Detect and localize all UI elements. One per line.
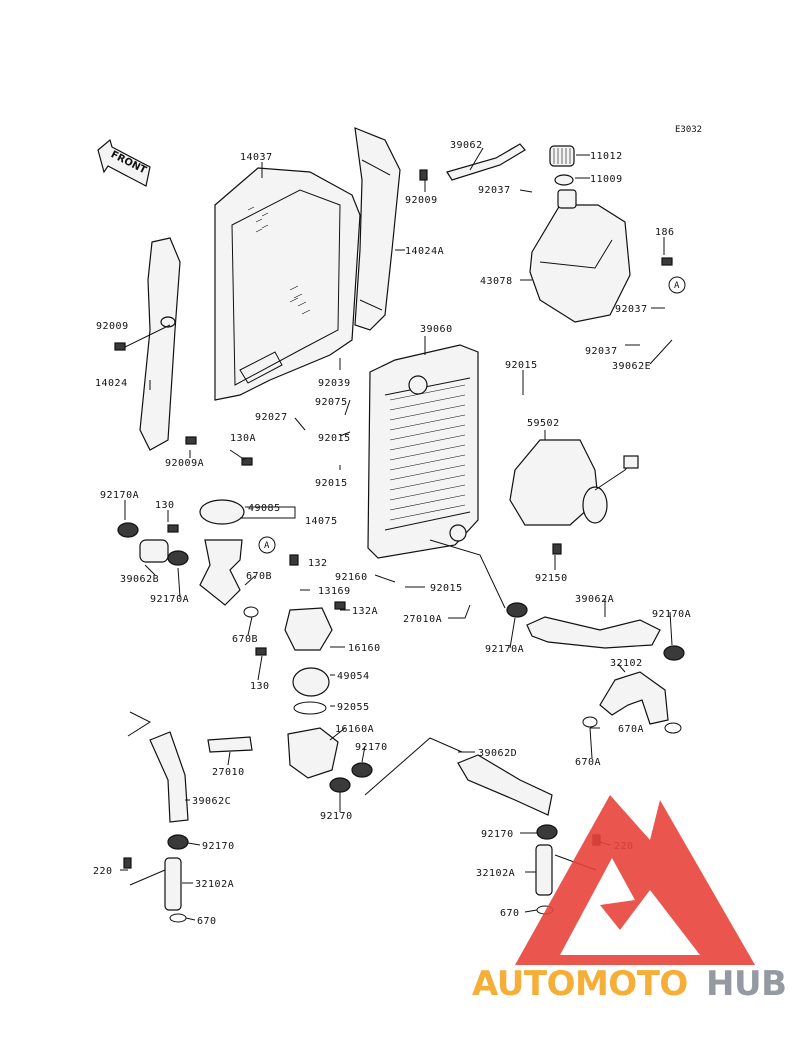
part-label: 92170 xyxy=(481,829,514,840)
thermostat-housing xyxy=(139,499,339,779)
part-label: 186 xyxy=(655,227,675,238)
part-label: 670B xyxy=(246,571,272,582)
watermark-logo: AUTOMOTO HUB xyxy=(472,795,787,1004)
part-label: 132 xyxy=(308,558,328,569)
watermark-text-hub: HUB xyxy=(706,964,786,1004)
part-label: 39062D xyxy=(478,748,517,759)
part-label: 16160A xyxy=(335,724,374,735)
part-label: 92009A xyxy=(165,458,204,469)
part-label: 670 xyxy=(197,916,217,927)
part-label: 92170A xyxy=(100,490,139,501)
parts-drawing xyxy=(97,127,686,923)
part-label: 130A xyxy=(230,433,256,444)
part-label: 39060 xyxy=(420,324,453,335)
part-label: 49054 xyxy=(337,671,370,682)
part-label: 39062E xyxy=(612,361,651,372)
part-label: 92170 xyxy=(320,811,353,822)
part-label: 11009 xyxy=(590,174,623,185)
part-label: 92015 xyxy=(318,433,351,444)
part-label: 27010A xyxy=(403,614,442,625)
radiator-shroud xyxy=(214,167,361,401)
part-label: 39062A xyxy=(575,594,614,605)
part-label: 13169 xyxy=(318,586,351,597)
part-label: 49085 xyxy=(248,503,281,514)
part-label: 27010 xyxy=(212,767,245,778)
part-label: 220 xyxy=(93,866,113,877)
part-label: 92037 xyxy=(478,185,511,196)
radiator-core xyxy=(367,344,479,559)
part-label: 92039 xyxy=(318,378,351,389)
part-label: 39062C xyxy=(192,796,231,807)
watermark-text-automoto: AUTOMOTO xyxy=(472,964,688,1004)
hose-39062D xyxy=(457,754,553,816)
part-label: 670A xyxy=(575,757,601,768)
part-label: 14024 xyxy=(95,378,128,389)
part-label: 39062B xyxy=(120,574,159,585)
front-arrow-icon xyxy=(97,138,151,187)
part-label: 59502 xyxy=(527,418,560,429)
part-label: 14037 xyxy=(240,152,273,163)
side-cover-right xyxy=(354,127,401,331)
part-label: 92009 xyxy=(405,195,438,206)
part-label: 130 xyxy=(155,500,175,511)
diagram-code: E3032 xyxy=(675,125,702,135)
part-label: 32102 xyxy=(610,658,643,669)
part-label: 92015 xyxy=(430,583,463,594)
pipe-32102A-left xyxy=(164,857,182,911)
part-label: 39062 xyxy=(450,140,483,151)
part-label: 92150 xyxy=(535,573,568,584)
part-label: 92037 xyxy=(585,346,618,357)
part-label: 92009 xyxy=(96,321,129,332)
part-label: 92170A xyxy=(652,609,691,620)
part-label: 32102A xyxy=(476,868,515,879)
pipe-32102A-right xyxy=(535,844,553,896)
part-label: 92170A xyxy=(485,644,524,655)
part-label: 16160 xyxy=(348,643,381,654)
part-label: 32102A xyxy=(195,879,234,890)
part-label: 92170A xyxy=(150,594,189,605)
part-label: 43078 xyxy=(480,276,513,287)
part-label: 92075 xyxy=(315,397,348,408)
part-label: 92027 xyxy=(255,412,288,423)
part-label: 14024A xyxy=(405,246,444,257)
part-label: 670 xyxy=(500,908,520,919)
hose-39062C xyxy=(149,731,189,823)
cooling-fan xyxy=(509,439,639,526)
part-label: 11012 xyxy=(590,151,623,162)
part-label: 670A xyxy=(618,724,644,735)
part-label: 92015 xyxy=(505,360,538,371)
part-label: 92037 xyxy=(615,304,648,315)
watermark-triangle xyxy=(515,795,755,965)
part-label: 92055 xyxy=(337,702,370,713)
part-label: 92015 xyxy=(315,478,348,489)
part-label: 132A xyxy=(352,606,378,617)
part-label: 92170 xyxy=(355,742,388,753)
callout-circle-a-bottom xyxy=(258,536,276,554)
part-label: 670B xyxy=(232,634,258,645)
hose-32102 xyxy=(599,671,669,725)
callout-a-top: A xyxy=(674,281,680,291)
part-label: 14075 xyxy=(305,516,338,527)
part-label: 92160 xyxy=(335,572,368,583)
hose-clamps xyxy=(117,522,685,850)
reservoir-tank xyxy=(529,189,631,323)
side-cover-left xyxy=(139,237,181,451)
reservoir-cap xyxy=(549,145,575,186)
callout-circle-a-top xyxy=(668,276,686,294)
hose-39062-top xyxy=(446,143,526,181)
part-label: 92170 xyxy=(202,841,235,852)
o-rings xyxy=(169,606,682,923)
hose-39062A xyxy=(526,616,661,649)
part-label: 130 xyxy=(250,681,270,692)
callout-a-bottom: A xyxy=(264,541,270,551)
